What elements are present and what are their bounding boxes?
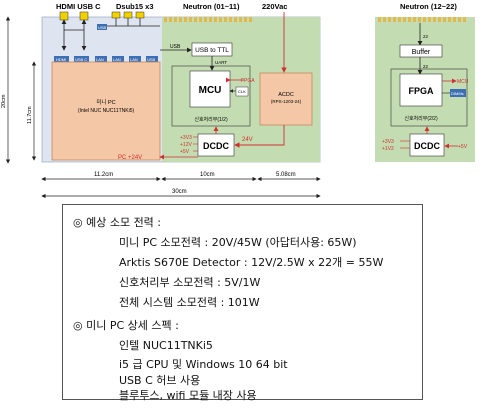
- mcu-label: MCU: [199, 85, 222, 96]
- hdmi-connector-top: [59, 11, 69, 21]
- dsub-connector-1: [111, 11, 121, 19]
- spec-line-cpu-model: 인텔 NUC11TNKi5: [119, 339, 213, 352]
- fpga-box: [399, 73, 443, 107]
- ac-label: 220Vac: [262, 2, 287, 11]
- dim-height-11-7cm: 11.7cm: [27, 106, 33, 124]
- dsub-connector-3: [135, 11, 145, 19]
- hdmi-port-label: HDMI: [56, 57, 66, 62]
- usb-port-label-2: USB: [147, 57, 156, 62]
- lan-port-label-2: LAN: [113, 57, 121, 62]
- dcdc-right-label: DCDC: [414, 141, 440, 151]
- mini-pc-box: [51, 61, 161, 161]
- neutron2-connector-teeth: [378, 17, 466, 22]
- v24-label: 24V: [242, 137, 253, 143]
- spec-box: ◎ 예상 소모 전력 : 미니 PC 소모전력 : 20V/45W (아답터사용…: [62, 204, 423, 402]
- v12-right-label: +1V2: [382, 146, 394, 152]
- dim-width-30cm: 30cm: [172, 189, 187, 195]
- acdc-box: [259, 72, 313, 126]
- dim-width-11-2cm: 11.2cm: [94, 172, 113, 178]
- fpga-link-label: FPGA: [241, 78, 255, 84]
- power-line-total: 전체 시스템 소모전력 : 101W: [119, 296, 260, 309]
- dsub-connector-2: [123, 11, 133, 19]
- uart-label: UART: [215, 60, 227, 65]
- power-line-mini-pc: 미니 PC 소모전력 : 20V/45W (아답터사용: 65W): [119, 236, 357, 249]
- neutron2-label: Neutron (12~22): [400, 2, 457, 11]
- clk-box: [235, 86, 249, 97]
- dim-height-20cm: 20cm: [1, 94, 7, 108]
- v12-mid-label: +12V: [180, 142, 192, 148]
- lan-port-label-3: LAN: [130, 57, 138, 62]
- v5-right-label: +5V: [458, 144, 468, 150]
- mini-pc-subtitle: (Intel NUC NUC11TNKi5): [78, 108, 135, 114]
- buffer-box: [399, 44, 443, 58]
- signal-processing-2-frame: [390, 68, 468, 127]
- neutron1-label: Neutron (01~11): [183, 2, 240, 11]
- power-line-detector: Arktis S670E Detector : 12V/2.5W x 22개 =…: [119, 256, 384, 269]
- spec-line-usb: USB C 허브 사용: [119, 374, 201, 387]
- hdmi-usbc-label: HDMI USB C: [56, 2, 101, 11]
- mini-pc-title: 미니 PC: [96, 98, 115, 106]
- clk-label: CLK: [238, 89, 246, 94]
- usb-to-ttl-label: USB to TTL: [195, 47, 229, 54]
- dimm-box: [450, 89, 466, 97]
- spec-heading: ◎ 미니 PC 상세 스펙 :: [73, 319, 179, 332]
- mcu-box: [189, 70, 231, 108]
- signal-processing-2-label: 신호처리부(2/2): [404, 115, 438, 122]
- dimm-label: DIMMs: [451, 91, 464, 96]
- dim-width-5-08cm: 5.08cm: [276, 172, 296, 178]
- dim-width-10cm: 10cm: [200, 172, 215, 178]
- usbc-port-label: USB C: [75, 57, 87, 62]
- power-line-signal: 신호처리부 소모전력 : 5V/1W: [119, 276, 261, 289]
- bus-22-label-mid: 22: [423, 64, 429, 69]
- acdc-label: ACDC: [278, 92, 294, 98]
- signal-processing-1-label: 신호처리부(1/2): [194, 116, 228, 123]
- dsub-label: Dsub15 x3: [116, 2, 154, 11]
- mcu-link-label: MCU: [457, 79, 469, 85]
- acdc-subtitle: (RPS-1203-24): [271, 99, 302, 104]
- power-heading: ◎ 예상 소모 전력 :: [73, 216, 162, 229]
- usb-line-label: USB: [170, 44, 181, 50]
- v33-mid-label: +3V3: [180, 135, 192, 141]
- usb-port-label: USB: [98, 25, 107, 30]
- lan-port-label-1: LAN: [96, 57, 104, 62]
- fpga-label: FPGA: [408, 86, 434, 96]
- v5-mid-label: +5V: [180, 149, 190, 155]
- signal-processing-1-frame: [171, 65, 251, 127]
- buffer-label: Buffer: [412, 49, 431, 56]
- pc-24v-label: PC +24V: [118, 155, 142, 161]
- spec-line-wireless: 블루투스, wifi 모듈 내장 사용: [119, 389, 257, 402]
- usbc-connector-top: [79, 11, 89, 21]
- spec-line-cpu-os: i5 급 CPU 및 Windows 10 64 bit: [119, 358, 288, 371]
- dcdc-label: DCDC: [203, 141, 229, 151]
- v33-right-label: +3V3: [382, 139, 394, 145]
- neutron1-connector-teeth: [164, 17, 252, 22]
- bus-22-label-top: 22: [423, 34, 429, 39]
